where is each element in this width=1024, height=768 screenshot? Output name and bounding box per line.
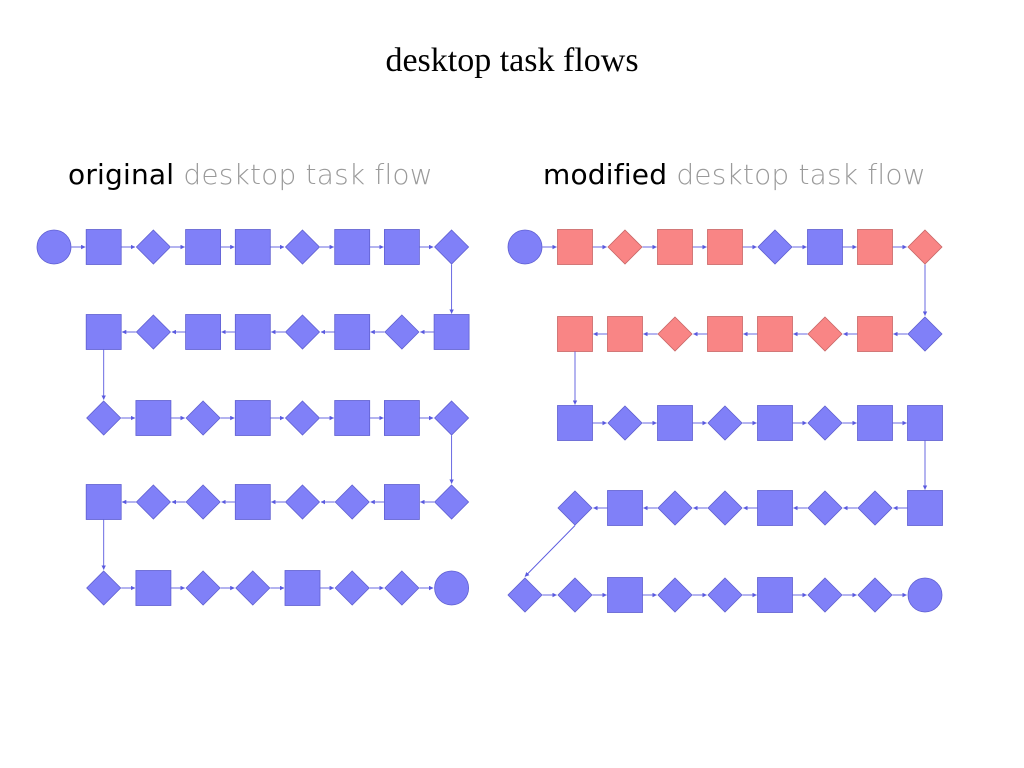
original-step-1-2-square [85, 229, 122, 265]
original-step-4-8-square [85, 484, 122, 520]
modified-step-2-1-diamond [907, 316, 943, 352]
modified-step-2-6-diamond [657, 316, 693, 352]
modified-step-1-1-circle [507, 229, 543, 265]
modified-step-3-5-square [757, 405, 793, 441]
original-step-5-7-diamond [384, 570, 420, 606]
modified-step-3-7-square [857, 405, 893, 441]
modified-step-5-1-diamond [507, 577, 543, 613]
original-step-2-7-diamond [135, 314, 171, 350]
modified-step-2-3-diamond [807, 316, 843, 352]
modified-step-3-6-diamond [807, 405, 843, 441]
modified-step-3-8-square [907, 405, 943, 441]
original-step-4-3-diamond [334, 484, 370, 520]
original-step-3-5-diamond [284, 400, 321, 436]
modified-step-4-2-diamond [857, 490, 893, 526]
modified-step-3-1-square [557, 405, 593, 441]
original-step-3-7-square [383, 400, 420, 436]
modified-step-2-5-rect [707, 316, 743, 352]
original-step-5-3-diamond [185, 570, 221, 606]
original-step-2-2-diamond [384, 314, 420, 350]
original-step-2-4-diamond [284, 314, 321, 350]
original-step-3-8-diamond [434, 400, 470, 436]
original-step-5-4-diamond [235, 570, 271, 606]
flow-arrow [524, 525, 576, 577]
modified-step-2-2-rect [857, 316, 893, 352]
modified-task-flow [507, 229, 943, 613]
modified-step-1-5-square [707, 229, 743, 265]
original-step-1-3-diamond [135, 229, 171, 265]
modified-step-5-4-diamond [657, 577, 693, 613]
modified-step-5-6-square [757, 577, 793, 613]
modified-step-5-7-diamond [807, 577, 843, 613]
original-step-5-6-diamond [334, 570, 370, 606]
original-step-1-5-square [234, 229, 271, 265]
original-step-1-4-square [185, 229, 222, 265]
modified-flow-heading: modified desktop task flow [543, 158, 926, 191]
modified-step-3-3-square [657, 405, 693, 441]
original-step-1-9-diamond [434, 229, 470, 265]
original-step-1-1-circle [36, 229, 72, 265]
modified-step-1-7-square [807, 229, 843, 265]
original-heading-light: desktop task flow [183, 158, 433, 191]
modified-step-1-4-square [657, 229, 693, 265]
modified-step-4-8-diamond [557, 490, 593, 526]
modified-step-3-2-diamond [607, 405, 643, 441]
original-step-2-8-square [85, 314, 122, 350]
modified-step-5-2-diamond [557, 577, 593, 613]
slide-title: desktop task flows [385, 42, 639, 79]
modified-step-2-7-rect [607, 316, 643, 352]
original-step-5-8-circle [434, 570, 470, 606]
original-step-1-7-square [334, 229, 371, 265]
original-step-3-6-square [334, 400, 371, 436]
modified-step-4-5-diamond [707, 490, 743, 526]
modified-step-1-6-diamond [757, 229, 793, 265]
original-step-2-3-square [334, 314, 371, 350]
original-flow-heading: original desktop task flow [68, 158, 433, 191]
modified-heading-light: desktop task flow [676, 158, 926, 191]
modified-step-4-6-diamond [657, 490, 693, 526]
modified-heading-bold: modified [543, 158, 668, 191]
modified-step-1-2-square [557, 229, 593, 265]
original-step-5-5-square [284, 570, 321, 606]
modified-step-4-3-diamond [807, 490, 843, 526]
modified-step-5-8-diamond [857, 577, 893, 613]
modified-step-5-3-square [607, 577, 643, 613]
original-step-4-1-diamond [434, 484, 470, 520]
original-step-4-4-diamond [284, 484, 321, 520]
modified-step-2-4-rect [757, 316, 793, 352]
original-step-3-1-diamond [86, 400, 122, 436]
original-step-4-7-diamond [135, 484, 171, 520]
modified-step-1-9-diamond [907, 229, 943, 265]
modified-step-5-5-diamond [707, 577, 743, 613]
original-step-5-1-diamond [86, 570, 122, 606]
original-step-3-4-square [234, 400, 271, 436]
modified-step-2-8-rect [557, 316, 593, 352]
modified-step-3-4-diamond [707, 405, 743, 441]
modified-step-4-7-square [607, 490, 643, 526]
original-heading-bold: original [68, 158, 175, 191]
original-step-5-2-square [135, 570, 172, 606]
modified-step-4-1-square [907, 490, 943, 526]
original-task-flow [36, 229, 470, 606]
original-step-1-8-square [383, 229, 420, 265]
original-step-3-2-square [135, 400, 172, 436]
original-step-1-6-diamond [284, 229, 321, 265]
original-step-4-6-diamond [185, 484, 221, 520]
modified-step-5-9-circle [907, 577, 943, 613]
original-step-4-2-square [383, 484, 420, 520]
modified-step-4-4-square [757, 490, 793, 526]
modified-step-1-8-square [857, 229, 893, 265]
original-step-2-6-square [185, 314, 222, 350]
original-step-3-3-diamond [185, 400, 221, 436]
original-step-2-1-square [433, 314, 470, 350]
original-step-4-5-square [234, 484, 271, 520]
original-step-2-5-square [234, 314, 271, 350]
modified-step-1-3-diamond [607, 229, 643, 265]
